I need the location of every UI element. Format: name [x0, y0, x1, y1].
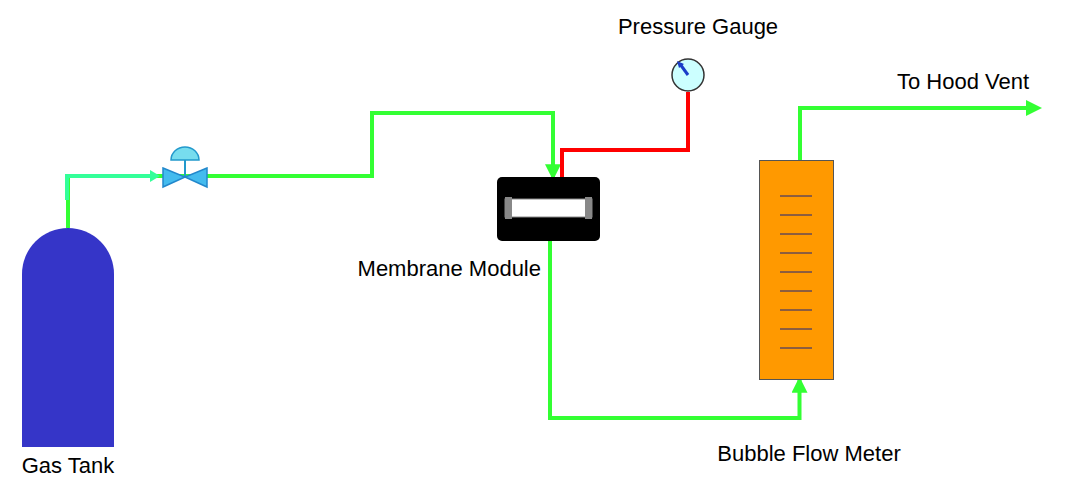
pressure-gauge: Pressure Gauge	[671, 58, 705, 92]
graduation	[780, 291, 812, 292]
tank-shape	[22, 228, 114, 447]
graduation	[780, 215, 812, 216]
membrane-module: Membrane Module	[497, 177, 600, 241]
graduation	[780, 196, 812, 197]
meter-tube	[760, 161, 834, 380]
module-end	[585, 197, 592, 219]
bubble-flow-meter: Bubble Flow Meter	[759, 160, 834, 380]
graduation	[780, 329, 812, 330]
gas-tank: Gas Tank	[22, 228, 114, 447]
node-label: Pressure Gauge	[618, 15, 778, 39]
module-shape	[497, 177, 600, 241]
feed-line	[67, 176, 155, 200]
graduation	[780, 348, 812, 349]
feed-arrowhead	[150, 170, 160, 182]
node-label: Membrane Module	[358, 257, 541, 281]
gas-line	[68, 113, 553, 228]
module-end	[505, 197, 512, 219]
graduation	[780, 272, 812, 273]
vent-line	[800, 108, 1030, 160]
vent-label: To Hood Vent	[897, 70, 1029, 94]
vent-arrowhead	[1026, 100, 1042, 116]
module-housing	[497, 177, 600, 241]
regulator-valve	[163, 147, 207, 187]
pressure-line	[562, 92, 688, 177]
gauge-shape	[671, 58, 705, 92]
gauge-needle-tip	[677, 61, 684, 68]
tank-body	[22, 228, 114, 447]
graduation	[780, 234, 812, 235]
node-label: Gas Tank	[22, 454, 115, 478]
graduation	[780, 253, 812, 254]
meter-shape	[759, 160, 834, 380]
node-label: Bubble Flow Meter	[717, 442, 900, 466]
membrane	[505, 199, 592, 217]
gauge-dial	[672, 59, 704, 91]
graduation	[780, 310, 812, 311]
